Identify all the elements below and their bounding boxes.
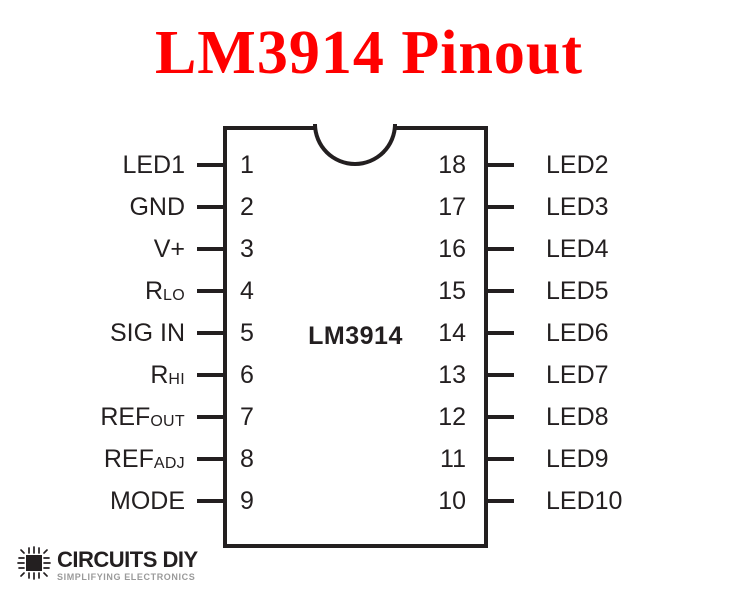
pin-lead [488,499,514,503]
pin-lead [197,163,223,167]
pin-lead [197,205,223,209]
pin-label: LED4 [546,235,609,263]
pin-row: REFADJ 8 [0,438,254,480]
pin-lead [488,247,514,251]
pin-lead [197,373,223,377]
pin-number: 1 [240,151,254,179]
pin-number: 5 [240,319,254,347]
chip-body-outline [223,126,488,548]
pin-row: LED4 16 [438,228,738,270]
pin-number: 16 [438,235,466,263]
pin-label: SIG IN [109,319,185,347]
pin-lead [197,499,223,503]
pin-label: V+ [153,235,185,263]
pin-number: 15 [438,277,466,305]
pin-label: REFADJ [103,445,185,473]
pin-lead [488,457,514,461]
pin-row: LED3 17 [438,186,738,228]
pin-label: LED10 [546,487,623,515]
pin-label: REFOUT [100,403,185,431]
pin-row: LED1 1 [0,144,253,186]
pin-label-subscript: HI [168,371,185,388]
pin-number: 7 [240,403,254,431]
pin-row: RHI 6 [0,354,254,396]
pin-lead [197,247,223,251]
pin-label: LED3 [546,193,609,221]
pin-row: LED7 13 [438,354,738,396]
pin-number: 18 [438,151,466,179]
pin-row: RLO 4 [0,270,254,312]
pin-row: V+ 3 [0,228,254,270]
pin-number: 8 [240,445,254,473]
pin-row: REFOUT 7 [0,396,254,438]
logo-tagline: SIMPLIFYING ELECTRONICS [57,572,196,582]
pin-row: LED2 18 [438,144,738,186]
pin-lead [488,205,514,209]
pin-lead [488,415,514,419]
pin-number: 11 [440,445,466,473]
pin-lead [488,289,514,293]
pin-number: 12 [438,403,466,431]
pin-number: 17 [438,193,466,221]
pin-row: GND 2 [0,186,253,228]
pin-lead [488,163,514,167]
pin-label: LED8 [546,403,609,431]
pin-number: 9 [240,487,254,515]
pin-label-subscript: OUT [150,413,185,430]
pin-label: MODE [110,487,185,515]
chip-part-number: LM3914 [308,322,403,350]
pin-label: RLO [144,277,185,305]
pin-lead [197,331,223,335]
pin-row: SIG IN 5 [0,312,254,354]
pin-number: 3 [240,235,254,263]
logo-text-block: CIRCUITS DIY SIMPLIFYING ELECTRONICS [57,549,198,582]
page-title: LM3914 Pinout [154,19,584,87]
pin-number: 14 [438,319,466,347]
pin-lead [488,373,514,377]
pin-number: 2 [240,193,254,221]
pin-label: LED6 [546,319,609,347]
pin-lead [197,415,223,419]
pin-label-subscript: LO [163,287,185,304]
pin-label: GND [129,193,185,221]
pin-number: 4 [240,277,254,305]
pin-lead [197,289,223,293]
pin-row: LED6 14 [438,312,738,354]
pin-label: LED7 [546,361,609,389]
chip-icon [16,545,52,586]
pin-label: LED2 [546,151,609,179]
pin-number: 13 [438,361,466,389]
pin-label: LED5 [546,277,609,305]
pin-label: LED9 [546,445,609,473]
pin-lead [488,331,514,335]
pin-row: LED10 10 [438,480,738,522]
pin-row: LED8 12 [438,396,738,438]
pin-lead [197,457,223,461]
pin-label-subscript: ADJ [153,455,185,472]
logo-wordmark: CIRCUITS DIY [57,547,198,572]
pin-number: 6 [240,361,254,389]
pin-label: LED1 [122,151,185,179]
pin-row: MODE 9 [0,480,254,522]
pin-row: LED5 15 [438,270,738,312]
pin-number: 10 [438,487,466,515]
brand-logo: CIRCUITS DIY SIMPLIFYING ELECTRONICS [16,545,198,586]
pin-row: LED9 11 [440,438,738,480]
pin-label: RHI [150,361,185,389]
